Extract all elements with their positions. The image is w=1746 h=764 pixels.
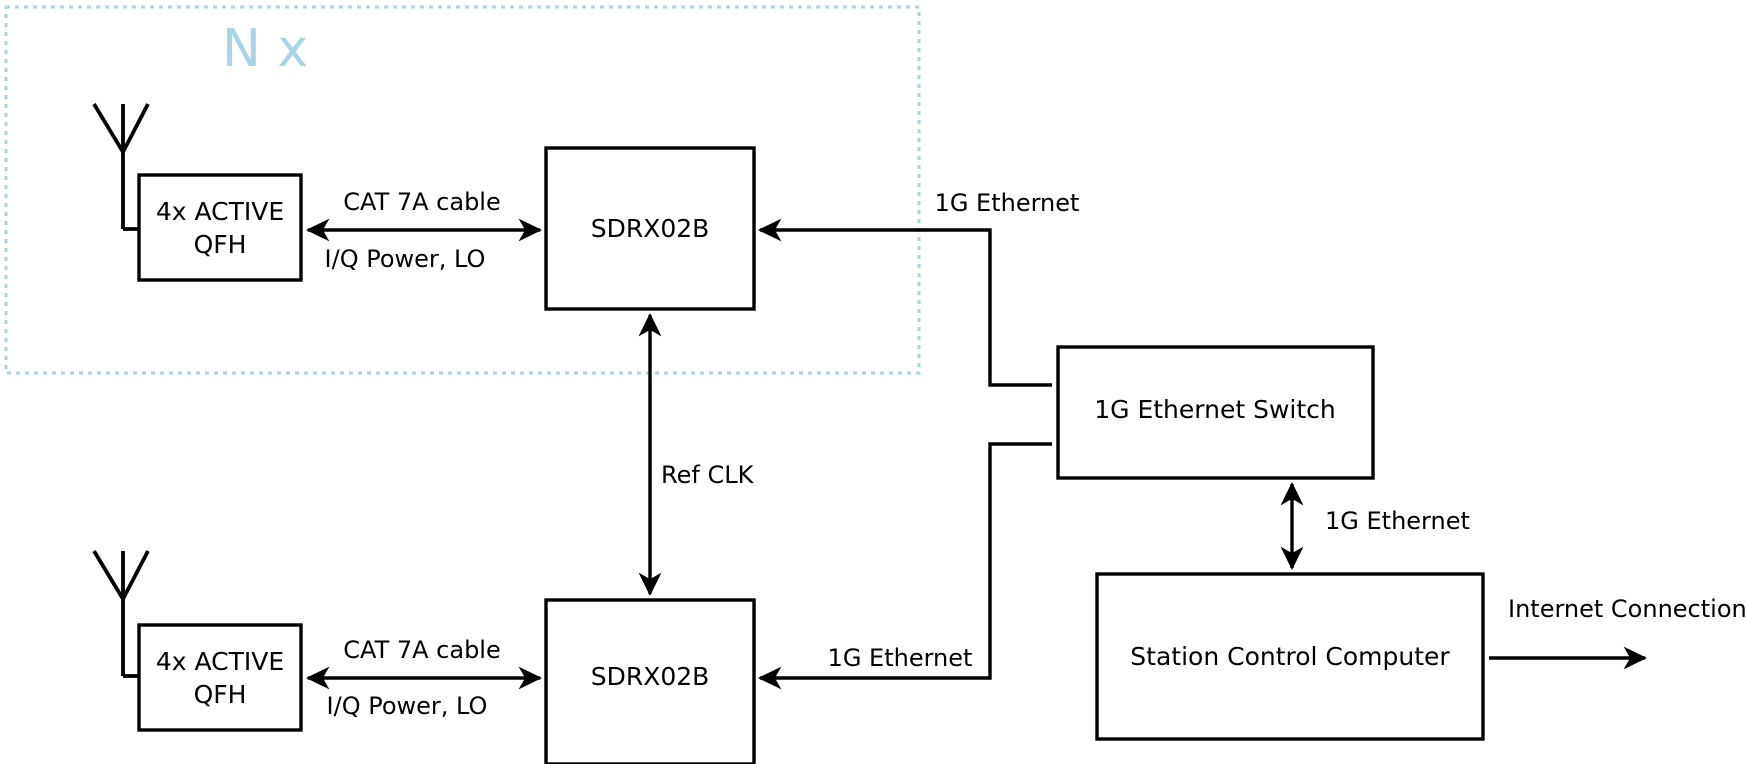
box-sdrx-top-label: SDRX02B — [591, 214, 710, 243]
edge-label-iq-power-lo-top: I/Q Power, LO — [325, 245, 486, 273]
box-qfh-bottom-label-line1: 4x ACTIVE — [156, 647, 284, 676]
box-qfh-top-label-line2: QFH — [194, 230, 247, 259]
box-station-control-computer[interactable] — [1095, 572, 1485, 741]
box-sdrx-bottom[interactable] — [544, 598, 756, 764]
edge-label-1g-ethernet-bottom: 1G Ethernet — [828, 644, 973, 672]
edge-label-iq-power-lo-bottom: I/Q Power, LO — [327, 692, 488, 720]
antenna-bottom-icon — [92, 550, 150, 678]
box-sdrx-bottom-label: SDRX02B — [591, 662, 710, 691]
box-ethernet-switch-label: 1G Ethernet Switch — [1094, 395, 1336, 424]
box-ethernet-switch[interactable] — [1056, 345, 1375, 480]
box-station-control-computer-label: Station Control Computer — [1130, 642, 1450, 671]
antenna-top-icon — [92, 103, 150, 231]
edge-label-cat7a-bottom: CAT 7A cable — [343, 636, 501, 664]
box-qfh-bottom-label-line2: QFH — [194, 680, 247, 709]
box-sdrx-top[interactable] — [544, 146, 756, 311]
group-label-nx: N x — [222, 19, 308, 79]
edge-label-ref-clk: Ref CLK — [661, 461, 755, 489]
edge-label-1g-ethernet-top: 1G Ethernet — [935, 189, 1080, 217]
box-qfh-top-label-line1: 4x ACTIVE — [156, 197, 284, 226]
edge-switch-to-sdrx-bottom — [757, 442, 1052, 690]
edge-switch-to-sdrx-top — [757, 218, 1052, 387]
edge-label-internet-connection: Internet Connection — [1508, 595, 1746, 623]
box-qfh-top[interactable] — [137, 173, 303, 282]
edge-label-1g-ethernet-switch-computer: 1G Ethernet — [1325, 507, 1470, 535]
box-qfh-bottom[interactable] — [137, 623, 303, 732]
edge-label-cat7a-top: CAT 7A cable — [343, 188, 501, 216]
